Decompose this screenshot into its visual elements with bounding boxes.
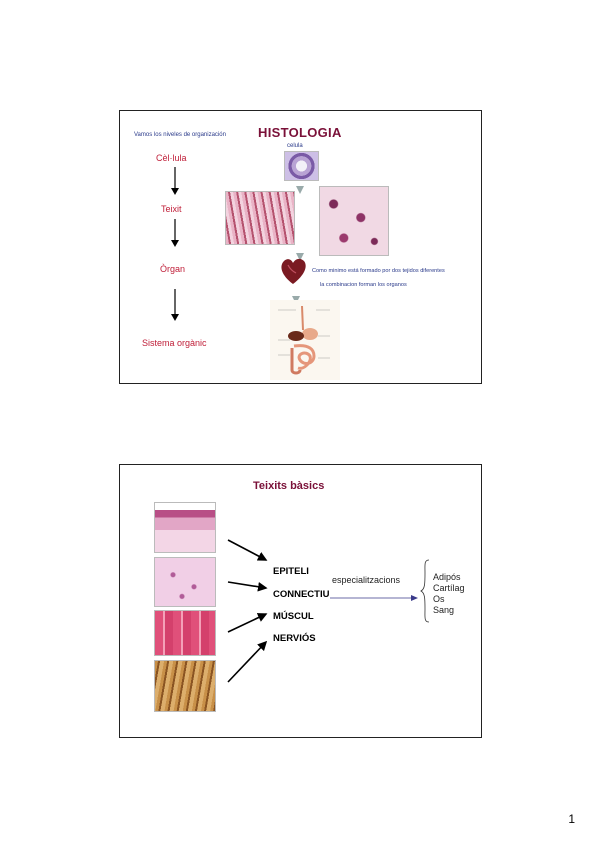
level-cell: Cèl·lula bbox=[156, 153, 187, 163]
arrows-to-tissue-list bbox=[218, 530, 278, 690]
level-organ: Òrgan bbox=[160, 264, 186, 274]
intro-text: Vamos los niveles de organización bbox=[134, 132, 226, 138]
specializations-label: especialitzacions bbox=[332, 575, 401, 585]
slide-histologia: Vamos los niveles de organización HISTOL… bbox=[119, 110, 482, 384]
connective-tissue-image bbox=[319, 186, 389, 256]
tissue-label-nervous: NERVIÓS bbox=[273, 633, 316, 644]
slide-title: HISTOLOGIA bbox=[258, 125, 342, 140]
epithelium-tissue-image bbox=[154, 502, 216, 553]
level-tissue: Teixit bbox=[161, 204, 182, 214]
muscle-tissue-image bbox=[154, 610, 216, 656]
epithelium-tissue-image bbox=[225, 191, 295, 245]
brace-icon bbox=[420, 559, 430, 623]
nervous-tissue-image bbox=[154, 660, 216, 712]
specialization-blood: Sang bbox=[433, 605, 455, 615]
note-organ-tissues: Como minimo está formado por dos tejidos… bbox=[312, 268, 445, 274]
slide-title: Teixits bàsics bbox=[253, 480, 325, 492]
arrow-right-icon bbox=[330, 589, 418, 601]
connective-tissue-image bbox=[154, 557, 216, 607]
tissue-label-connective: CONNECTIU bbox=[273, 589, 330, 600]
arrow-down-icon bbox=[296, 248, 304, 261]
arrow-down-icon bbox=[296, 181, 304, 194]
specialization-cartilage: Cartílag bbox=[433, 583, 465, 593]
specialization-bone: Os bbox=[433, 594, 445, 604]
cell-micrograph bbox=[284, 151, 319, 181]
heart-organ-image bbox=[278, 257, 308, 285]
tissue-label-epithelium: EPITELI bbox=[273, 566, 309, 577]
page-number: 1 bbox=[568, 812, 575, 826]
cell-caption: celula bbox=[287, 143, 303, 149]
arrow-down-icon bbox=[292, 291, 300, 304]
level-system: Sistema orgànic bbox=[142, 338, 207, 348]
digestive-system-image bbox=[270, 300, 340, 380]
arrow-down-icon bbox=[170, 289, 180, 321]
specialization-adipose: Adipós bbox=[433, 572, 461, 582]
tissue-label-muscle: MÚSCUL bbox=[273, 611, 314, 622]
arrow-down-icon bbox=[170, 219, 180, 247]
note-organ-combination: la combinacion forman los organos bbox=[320, 282, 407, 288]
slide-teixits-basics: Teixits bàsics EPITELI CONNECTIU MÚSCUL … bbox=[119, 464, 482, 738]
arrow-down-icon bbox=[170, 167, 180, 195]
